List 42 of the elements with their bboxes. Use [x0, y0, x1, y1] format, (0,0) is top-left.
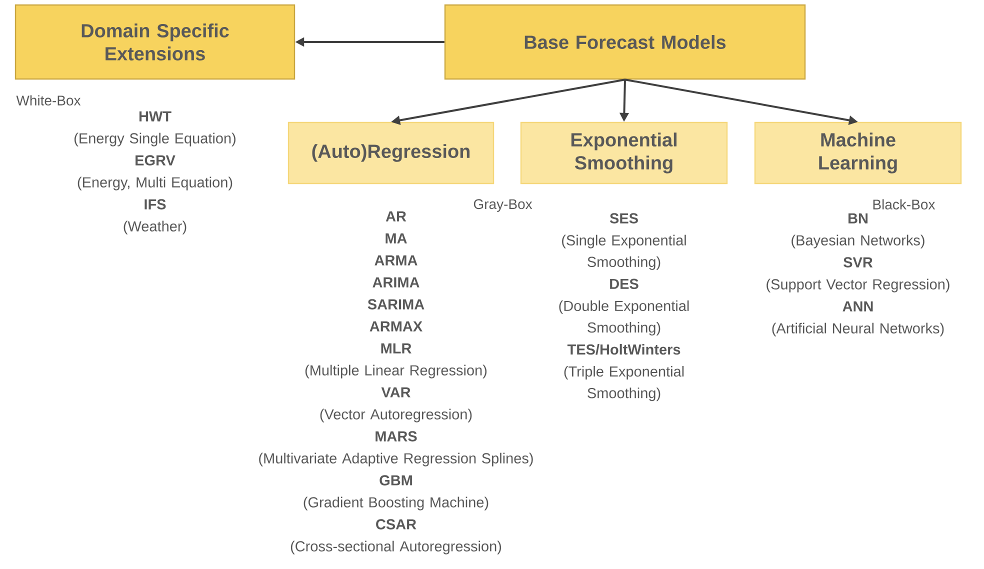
model-description: (Energy, Multi Equation) — [78, 176, 232, 190]
model-name: MARS — [376, 431, 417, 442]
model-description: (Gradient Boosting Machine) — [304, 496, 488, 510]
box-type-label: White-Box — [16, 95, 81, 106]
model-description: (Vector Autoregression) — [320, 408, 472, 422]
box-type-label: Black-Box — [873, 199, 936, 210]
model-name: SES — [610, 213, 638, 224]
category-box: Machine Learning — [754, 122, 962, 184]
model-name: MLR — [381, 343, 412, 354]
model-name: TES/HoltWinters — [567, 344, 680, 355]
model-description: (Bayesian Networks) — [792, 234, 924, 248]
model-name: HWT — [139, 111, 172, 122]
model-description: (Multivariate Adaptive Regression Splines) — [259, 452, 533, 466]
model-name: VAR — [381, 387, 410, 398]
model-name: ARMA — [374, 255, 418, 266]
model-description: (Multiple Linear Regression) — [305, 364, 487, 378]
model-name: ANN — [842, 301, 873, 312]
model-description: (Support Vector Regression) — [766, 278, 950, 292]
model-name: MA — [386, 233, 407, 244]
model-description: (Energy Single Equation) — [74, 132, 236, 146]
model-name: ARIMA — [372, 277, 420, 288]
model-name: ARMAX — [370, 321, 422, 332]
model-description: (Weather) — [124, 220, 186, 234]
model-name: DES — [610, 278, 638, 290]
model-description: (Artificial Neural Networks) — [772, 322, 944, 336]
model-name: BN — [848, 213, 868, 224]
model-description: (Single Exponential Smoothing) — [562, 234, 686, 270]
model-name: GBM — [380, 475, 412, 486]
category-box: Exponential Smoothing — [520, 122, 728, 184]
box-type-label: Gray-Box — [474, 199, 532, 212]
model-name: AR — [386, 211, 406, 222]
model-description: (Cross-sectional Autoregression) — [290, 540, 502, 554]
model-name: IFS — [144, 199, 166, 210]
model-description: (Double Exponential Smoothing) — [559, 300, 689, 336]
model-name: SARIMA — [368, 299, 424, 310]
category-box: (Auto)Regression — [288, 122, 494, 184]
model-name: CSAR — [376, 519, 416, 530]
category-box: Base Forecast Models — [444, 4, 806, 80]
category-box: Domain Specific Extensions — [14, 4, 296, 80]
model-name: EGRV — [136, 155, 176, 166]
model-description: (Triple Exponential Smoothing) — [564, 366, 684, 402]
model-name: SVR — [844, 257, 873, 268]
